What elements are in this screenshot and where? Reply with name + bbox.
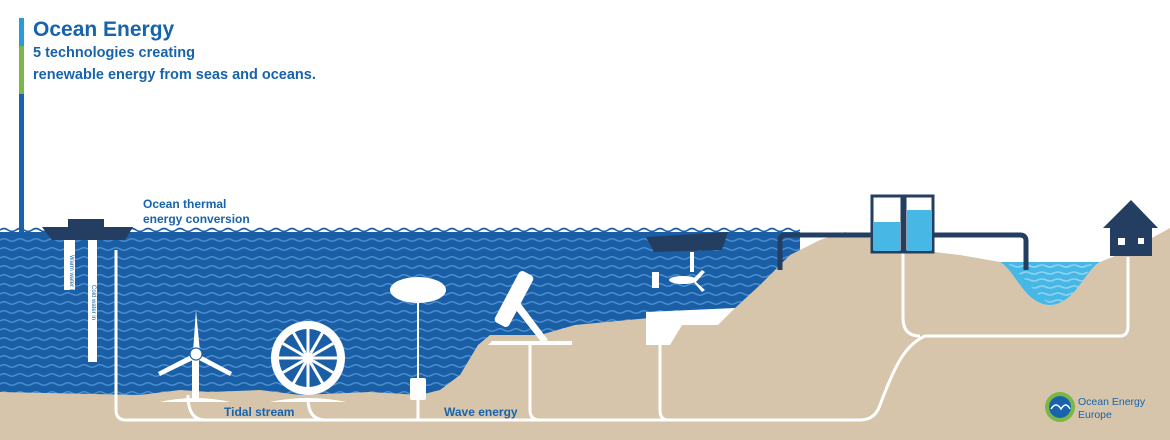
logo-emblem: [1045, 392, 1075, 422]
logo-text-line1: Ocean Energy: [1078, 396, 1146, 408]
title-bar-blue-top: [19, 18, 24, 46]
page-subtitle-line2: renewable energy from seas and oceans.: [33, 67, 316, 83]
warm-water-pipe-label: Warm water in: [68, 255, 74, 294]
page-title: Ocean Energy: [33, 18, 175, 41]
logo-text-line2: Europe: [1078, 409, 1112, 421]
otec-label-line1: Ocean thermal: [143, 197, 227, 211]
wave-buoy: [390, 277, 446, 400]
page-subtitle-line1: 5 technologies creating: [33, 45, 195, 61]
ocean-energy-europe-logo: Ocean Energy Europe: [1044, 390, 1154, 430]
cable-network: [114, 250, 1130, 422]
surge-converter: [488, 271, 572, 345]
otec-platform: [42, 219, 133, 362]
title-bar-blue: [19, 94, 24, 270]
seabed: [0, 228, 1170, 440]
floating-tidal-rig: [646, 232, 735, 345]
tidal-wheel: [270, 321, 346, 402]
otec-label-line2: energy conversion: [143, 212, 250, 226]
tidal-stream-label: Tidal stream: [224, 405, 295, 419]
house-icon: [1103, 200, 1158, 256]
tidal-range-plant: [777, 194, 1029, 270]
wave-energy-label: Wave energy: [444, 405, 518, 419]
cold-water-pipe-label: Cold water in: [90, 285, 96, 321]
title-bar-green: [19, 46, 24, 94]
tidal-turbine: [158, 310, 232, 402]
